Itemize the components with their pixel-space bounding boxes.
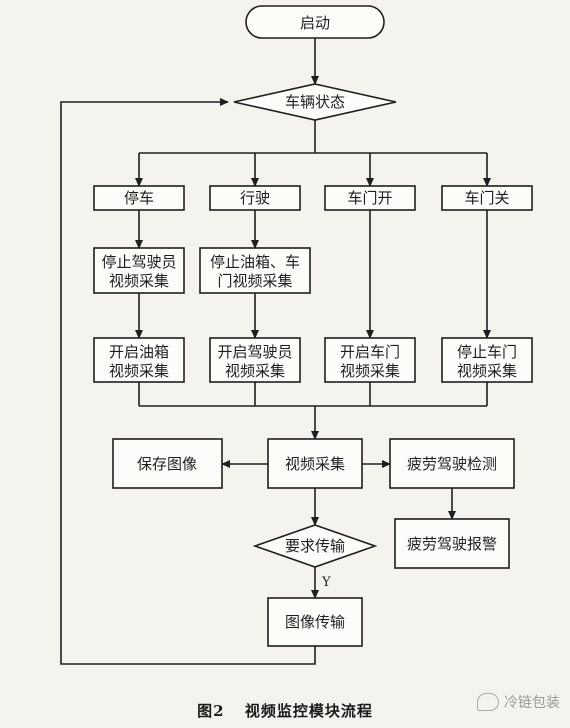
driving-label: 行驶 [240, 189, 270, 207]
image-transfer-label: 图像传输 [285, 613, 345, 631]
stop-driver-video-line1: 停止驾驶员 [101, 253, 176, 271]
stop-driver-video-box [93, 247, 185, 294]
node-shapes [93, 5, 533, 647]
stop-door-video-line2: 视频采集 [457, 362, 517, 380]
start-door-video-box [324, 337, 416, 383]
transfer-required-label: 要求传输 [285, 537, 345, 555]
figure-caption: 图2 视频监控模块流程 [0, 700, 570, 721]
start-door-video-line1: 开启车门 [340, 343, 400, 361]
figure-title: 视频监控模块流程 [244, 702, 373, 720]
stop-tank-door-video-line1: 停止油箱、车 [210, 253, 300, 271]
start-driver-video-line1: 开启驾驶员 [217, 343, 292, 361]
image-transfer-box [267, 597, 363, 647]
stop-door-video-line1: 停止车门 [457, 343, 517, 361]
chat-bubble-icon [477, 693, 499, 711]
door-close-box [441, 185, 533, 211]
stop-door-video-box [441, 337, 533, 383]
watermark: 冷链包装 [477, 692, 560, 712]
stop-tank-door-video-line2: 门视频采集 [217, 272, 292, 290]
parked-label: 停车 [124, 189, 154, 207]
video-capture-box [267, 438, 363, 489]
start-door-video-line2: 视频采集 [340, 362, 400, 380]
start-terminal [245, 5, 385, 39]
fatigue-alarm-box [394, 518, 510, 569]
transfer-required-decision [252, 524, 378, 568]
stop-tank-door-video-box [199, 247, 311, 294]
fatigue-detect-box [389, 438, 515, 489]
door-open-box [324, 185, 416, 211]
vehicle-state-label: 车辆状态 [285, 93, 345, 111]
start-tank-video-box [93, 337, 185, 383]
driving-box [209, 185, 301, 211]
start-driver-video-box [209, 337, 301, 383]
figure-number: 图2 [197, 702, 225, 720]
fatigue-alarm-label: 疲劳驾驶报警 [407, 535, 497, 553]
door-close-label: 车门关 [464, 189, 509, 207]
yes-edge-label: Y [321, 575, 331, 590]
fatigue-detect-label: 疲劳驾驶检测 [407, 455, 497, 473]
edge-loop-back [60, 98, 316, 665]
watermark-text: 冷链包装 [504, 695, 560, 711]
node-labels: 启动 车辆状态 停车 行驶 车门开 车门关 停止驾驶员 视频采集 停止油箱、车 … [101, 14, 517, 631]
vehicle-state-decision [233, 83, 397, 121]
save-image-label: 保存图像 [137, 455, 197, 473]
start-driver-video-line2: 视频采集 [225, 362, 285, 380]
start-tank-video-line1: 开启油箱 [109, 343, 169, 361]
parked-box [93, 185, 185, 211]
flowchart-canvas: 启动 车辆状态 停车 行驶 车门开 车门关 停止驾驶员 视频采集 停止油箱、车 … [60, 5, 533, 665]
door-open-label: 车门开 [347, 189, 392, 207]
save-image-box [112, 438, 223, 489]
connector-lines [60, 38, 491, 665]
start-tank-video-line2: 视频采集 [109, 362, 169, 380]
stop-driver-video-line2: 视频采集 [109, 272, 169, 290]
start-label: 启动 [300, 14, 330, 32]
video-capture-label: 视频采集 [285, 455, 345, 473]
